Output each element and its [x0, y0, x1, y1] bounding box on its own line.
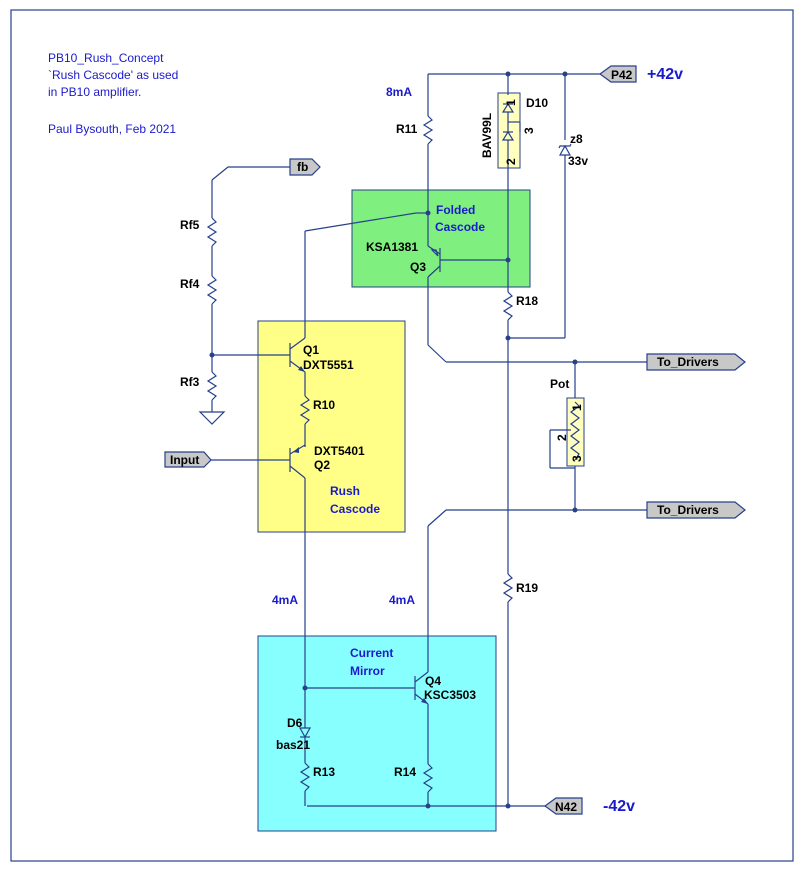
folded-cascode-title-1: Folded — [436, 203, 475, 217]
p42-port-label: P42 — [611, 68, 633, 82]
n42-port[interactable]: N42 — [543, 797, 583, 815]
schematic-frame — [10, 9, 794, 862]
resistor-r19[interactable] — [502, 338, 514, 806]
rf3-label: Rf3 — [180, 375, 200, 389]
q3-part: KSA1381 — [366, 240, 418, 254]
note-author: Paul Bysouth, Feb 2021 — [48, 122, 176, 136]
pot-bottom-node — [572, 507, 578, 513]
zener-z8[interactable] — [558, 74, 572, 338]
d6-label: D6 — [287, 716, 303, 730]
diode-d10[interactable] — [497, 74, 521, 169]
rf5-label: Rf5 — [180, 218, 200, 232]
current-8ma: 8mA — [386, 85, 412, 99]
d10-pin-2: 2 — [504, 158, 518, 165]
fb-port-label: fb — [297, 160, 308, 174]
r14-label: R14 — [394, 765, 416, 779]
resistor-r11[interactable] — [422, 74, 434, 190]
d6-part: bas21 — [276, 738, 310, 752]
folded-cascode-title-2: Cascode — [435, 220, 485, 234]
current-4ma-right: 4mA — [389, 593, 415, 607]
to-drivers-top-label: To_Drivers — [657, 355, 719, 369]
resistor-r10[interactable] — [299, 395, 311, 447]
q2-part: DXT5401 — [314, 444, 365, 458]
transistor-q4[interactable] — [305, 509, 447, 764]
d10-pin-1: 1 — [504, 99, 518, 106]
q4-part: KSC3503 — [424, 688, 476, 702]
r18-label: R18 — [516, 294, 538, 308]
pot-pin-2: 2 — [555, 434, 569, 441]
d10-part: BAV99L — [480, 113, 494, 158]
rush-cascode-title-2: Cascode — [330, 502, 380, 516]
negative-rail-voltage: -42v — [603, 798, 635, 815]
rush-cascode-title-1: Rush — [330, 484, 360, 498]
resistor-r14[interactable] — [422, 763, 434, 806]
d10-pin-3: 3 — [522, 127, 536, 134]
r13-label: R13 — [313, 765, 335, 779]
r11-label: R11 — [396, 122, 418, 136]
q3-emitter-node — [425, 210, 431, 216]
to-drivers-top-port[interactable]: To_Drivers — [646, 353, 746, 371]
resistor-r18[interactable] — [502, 168, 514, 338]
q2-label: Q2 — [314, 458, 330, 472]
note-title: PB10_Rush_Concept — [48, 51, 164, 65]
transistor-q1[interactable] — [212, 231, 306, 396]
diode-d6[interactable] — [298, 688, 312, 763]
transistor-q2[interactable] — [211, 444, 306, 688]
input-port[interactable]: Input — [164, 451, 212, 468]
r10-label: R10 — [313, 398, 335, 412]
n42-port-label: N42 — [555, 800, 577, 814]
q3-label: Q3 — [410, 260, 426, 274]
positive-rail — [428, 71, 600, 77]
q3-base-node — [505, 257, 511, 263]
to-drivers-bottom-port[interactable]: To_Drivers — [646, 501, 746, 519]
potentiometer[interactable] — [549, 362, 585, 510]
current-mirror-title-2: Mirror — [350, 664, 385, 678]
note-line-3: in PB10 amplifier. — [48, 85, 141, 99]
current-mirror-title-1: Current — [350, 646, 393, 660]
pot-pin-3: 3 — [570, 455, 584, 462]
folded-cascode-block — [351, 189, 531, 288]
positive-rail-voltage: +42v — [647, 66, 683, 83]
z8-value: 33v — [568, 154, 588, 168]
r19-label: R19 — [516, 581, 538, 595]
feedback-network[interactable] — [198, 166, 290, 425]
pot-pin-1: 1 — [570, 404, 584, 411]
p42-port[interactable]: P42 — [598, 65, 637, 83]
d10-label: D10 — [526, 96, 548, 110]
note-line-2: `Rush Cascode' as used — [48, 68, 178, 82]
current-4ma-left: 4mA — [272, 593, 298, 607]
q1-label: Q1 — [303, 343, 319, 357]
resistor-r13[interactable] — [299, 762, 311, 806]
transistor-q3[interactable] — [304, 190, 508, 363]
fb-port[interactable]: fb — [289, 158, 321, 176]
z8-label: z8 — [570, 132, 583, 146]
q1-part: DXT5551 — [303, 358, 354, 372]
input-port-label: Input — [170, 453, 199, 467]
current-mirror-block — [257, 635, 497, 832]
to-drivers-bottom-label: To_Drivers — [657, 503, 719, 517]
rush-cascode-block — [257, 320, 406, 533]
rf4-label: Rf4 — [180, 277, 200, 291]
q4-label: Q4 — [425, 674, 441, 688]
pot-label: Pot — [550, 377, 569, 391]
